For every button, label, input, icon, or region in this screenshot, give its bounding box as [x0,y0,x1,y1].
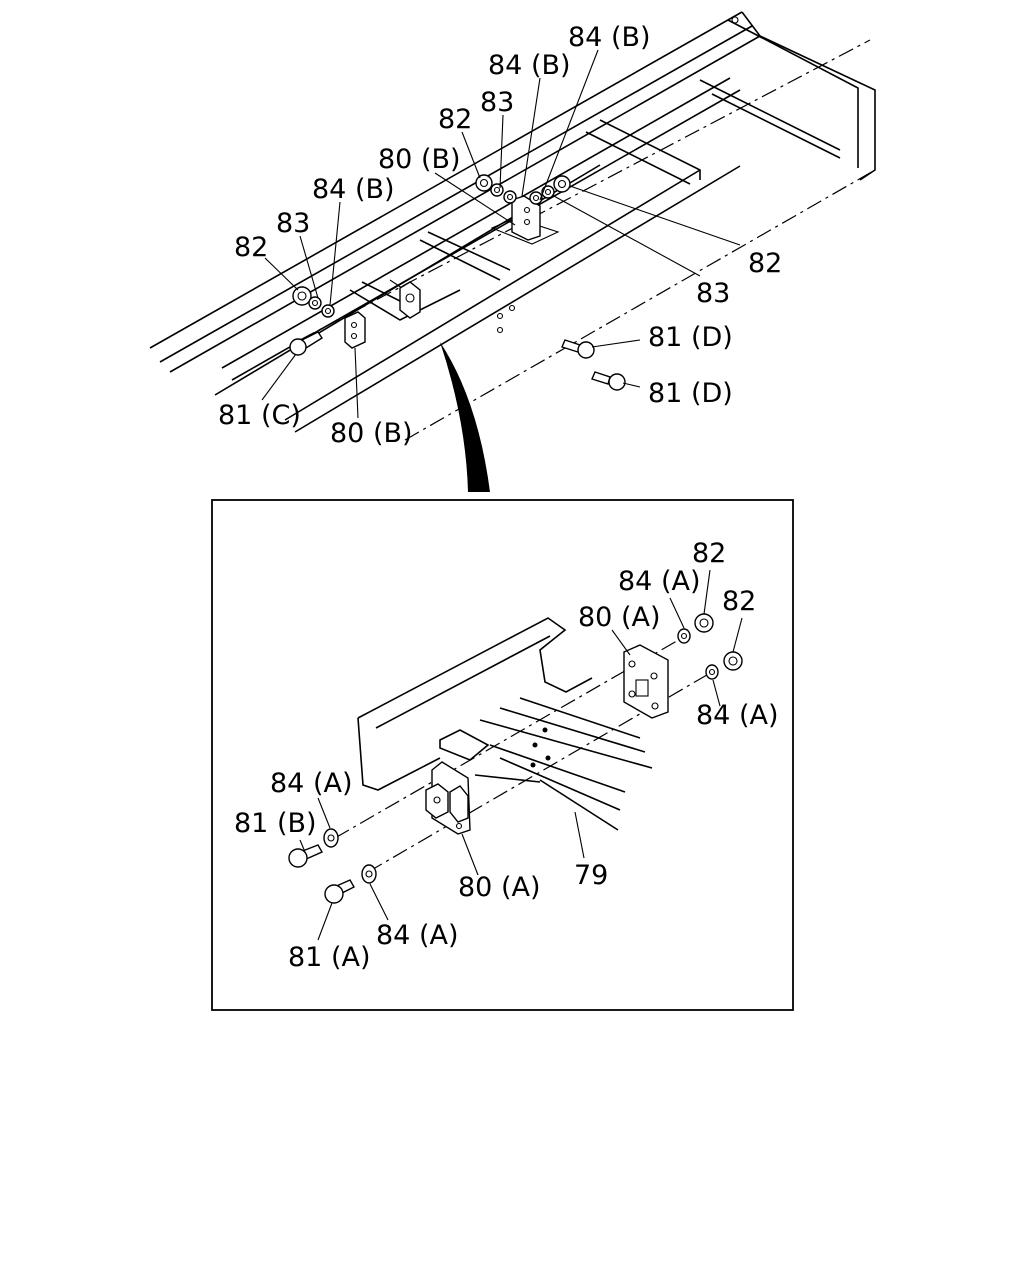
label-80a-2: 80 (A) [458,872,540,903]
inset-labels: 82 84 (A) 82 80 (A) 84 (A) 84 (A) 81 (B)… [234,538,778,973]
label-84b-3: 84 (B) [312,174,395,205]
label-81c: 81 (C) [218,400,301,431]
label-82-b: 82 [722,586,756,617]
detail-inset-drawing [288,569,743,941]
label-84a-3: 84 (A) [270,768,352,799]
label-84a-2: 84 (A) [696,700,778,731]
label-80b-2: 80 (B) [330,418,413,449]
label-82-1: 82 [438,104,472,135]
label-84b-1: 84 (B) [568,22,651,53]
label-82-2: 82 [234,232,268,263]
label-80b-1: 80 (B) [378,144,461,175]
label-83-3: 83 [696,278,730,309]
label-81b: 81 (B) [234,808,317,839]
chassis-frame-drawing [149,11,876,492]
label-81d-2: 81 (D) [648,378,733,409]
label-84a-4: 84 (A) [376,920,458,951]
label-81d-1: 81 (D) [648,322,733,353]
label-84a-1: 84 (A) [618,566,700,597]
detail-inset-frame [211,499,794,1011]
label-81a: 81 (A) [288,942,370,973]
top-labels: 84 (B) 84 (B) 83 82 80 (B) 84 (B) 83 82 … [218,22,782,449]
label-83-1: 83 [480,87,514,118]
label-80a-1: 80 (A) [578,602,660,633]
label-83-2: 83 [276,208,310,239]
label-82-a: 82 [692,538,726,569]
label-79: 79 [574,860,608,891]
label-84b-2: 84 (B) [488,50,571,81]
label-82-3: 82 [748,248,782,279]
